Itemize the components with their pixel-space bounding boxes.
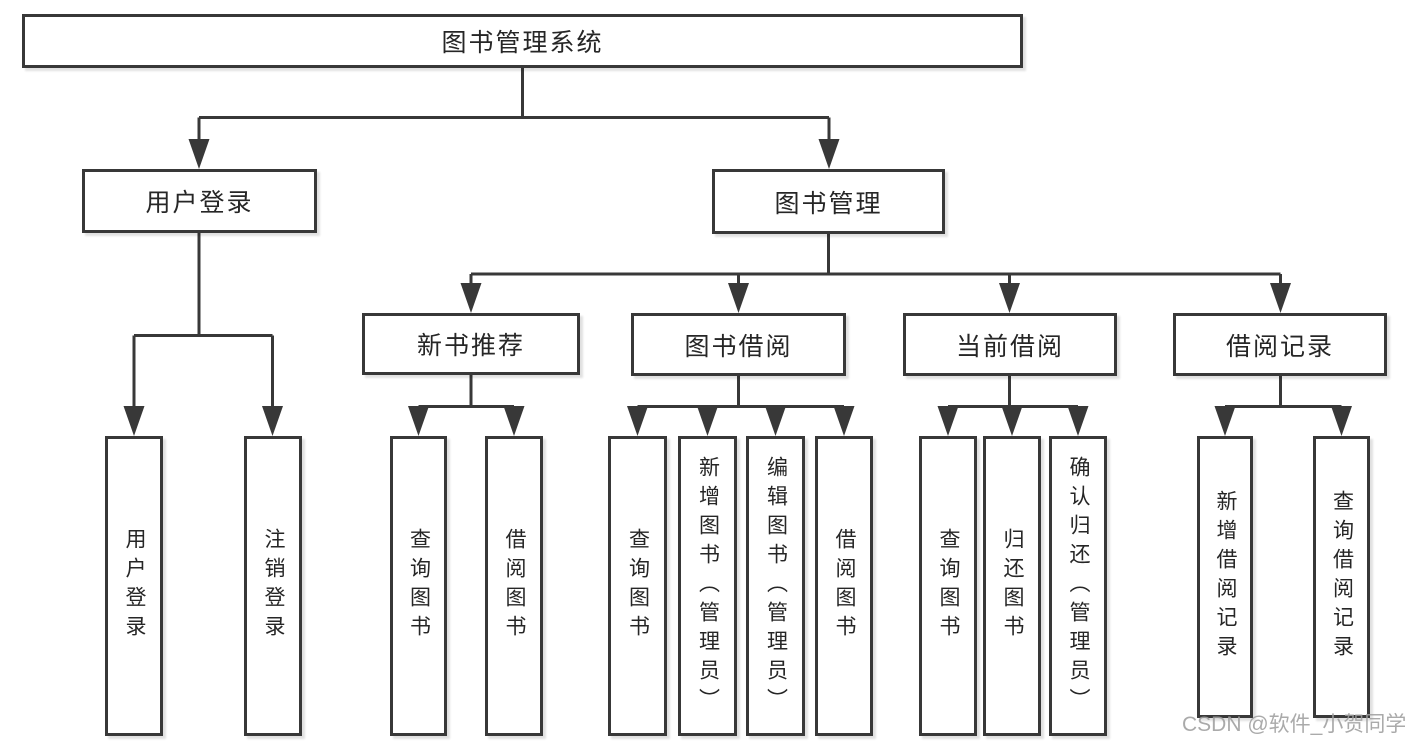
node-borrowing-records: 借阅记录 bbox=[1173, 313, 1387, 376]
leaf-label: 查询借阅记录 bbox=[1330, 490, 1354, 664]
node-label: 图书管理 bbox=[774, 189, 883, 218]
leaf-label: 借阅图书 bbox=[503, 528, 526, 644]
leaf-add-borrow-record: 新增借阅记录 bbox=[1197, 436, 1253, 718]
leaf-label: 归还图书 bbox=[1001, 528, 1024, 644]
leaf-label: 编辑图书（管理员） bbox=[764, 455, 788, 717]
leaf-edit-books-admin: 编辑图书（管理员） bbox=[746, 436, 805, 736]
leaf-query-books-current: 查询图书 bbox=[919, 436, 977, 736]
leaf-add-books-admin: 新增图书（管理员） bbox=[678, 436, 737, 736]
csdn-watermark: CSDN @软件_小贺同学 bbox=[1182, 713, 1405, 736]
node-book-management: 图书管理 bbox=[712, 169, 945, 234]
leaf-confirm-return-admin: 确认归还（管理员） bbox=[1049, 436, 1107, 736]
arrowheads bbox=[123, 139, 1352, 436]
leaf-borrow-books-recommend: 借阅图书 bbox=[485, 436, 543, 736]
leaf-query-borrow-record: 查询借阅记录 bbox=[1313, 436, 1370, 718]
leaf-label: 查询图书 bbox=[407, 528, 431, 644]
node-label: 新书推荐 bbox=[416, 332, 525, 360]
node-label: 图书管理系统 bbox=[441, 29, 604, 57]
node-library-management-system: 图书管理系统 bbox=[22, 14, 1023, 68]
leaf-label: 注销登录 bbox=[262, 528, 285, 644]
node-label: 图书借阅 bbox=[684, 332, 793, 361]
node-book-borrowing: 图书借阅 bbox=[631, 313, 846, 376]
leaf-return-books: 归还图书 bbox=[983, 436, 1041, 736]
leaf-label: 查询图书 bbox=[626, 528, 650, 644]
leaf-label: 借阅图书 bbox=[833, 528, 856, 644]
node-current-borrowing: 当前借阅 bbox=[903, 313, 1117, 376]
leaf-borrow-books: 借阅图书 bbox=[815, 436, 873, 736]
leaf-query-books-recommend: 查询图书 bbox=[390, 436, 447, 736]
node-user-login: 用户登录 bbox=[82, 169, 317, 233]
leaf-user-login: 用户登录 bbox=[105, 436, 163, 736]
node-label: 用户登录 bbox=[145, 189, 254, 217]
node-label: 借阅记录 bbox=[1225, 332, 1334, 361]
node-new-book-recommendation: 新书推荐 bbox=[362, 313, 580, 375]
node-label: 当前借阅 bbox=[955, 332, 1064, 361]
leaf-label: 新增借阅记录 bbox=[1214, 490, 1237, 664]
leaf-label: 确认归还（管理员） bbox=[1067, 455, 1090, 717]
leaf-query-books-borrow: 查询图书 bbox=[608, 436, 667, 736]
leaf-label: 用户登录 bbox=[123, 528, 146, 644]
leaf-label: 新增图书（管理员） bbox=[696, 455, 720, 717]
leaf-logout: 注销登录 bbox=[244, 436, 302, 736]
leaf-label: 查询图书 bbox=[937, 528, 960, 644]
